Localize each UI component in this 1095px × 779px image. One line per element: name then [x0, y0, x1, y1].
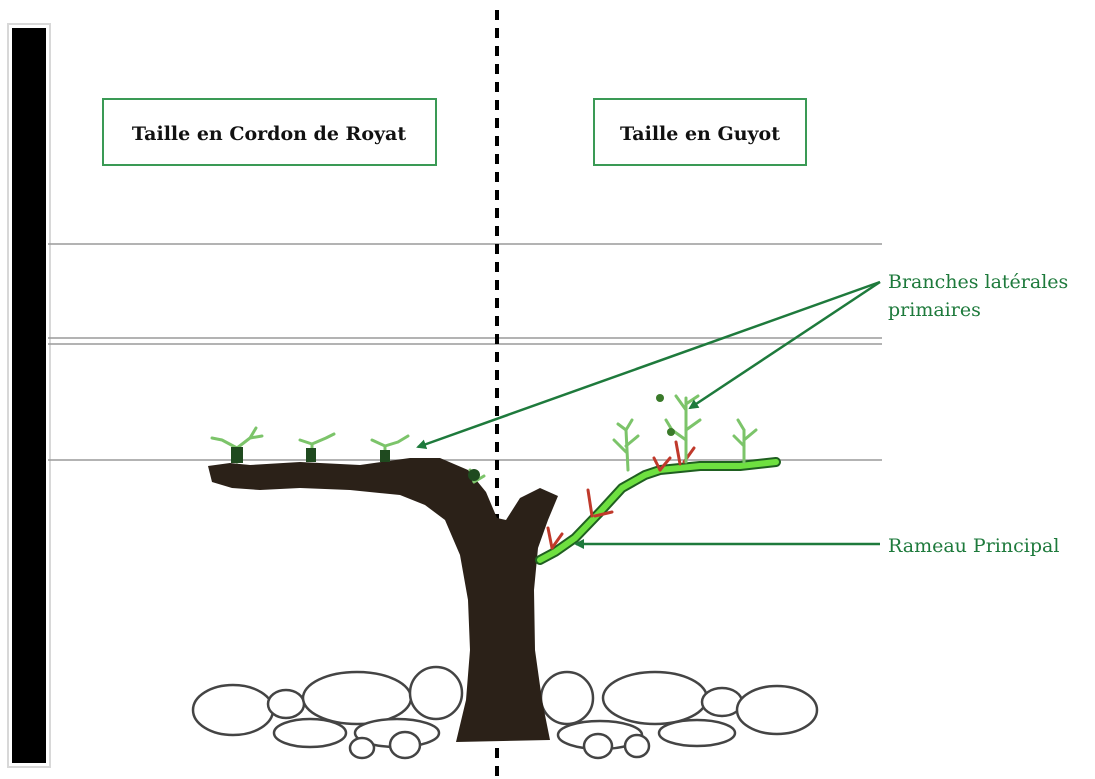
guyot-red-buds	[546, 440, 696, 550]
cordon-spurs	[231, 447, 480, 481]
guyot-buds	[656, 394, 675, 436]
label-branches-line2: primaires	[888, 299, 981, 321]
label-rameau-principal: Rameau Principal	[888, 535, 1059, 557]
trellis-wires	[48, 243, 882, 461]
annotation-arrows	[416, 280, 881, 549]
title-guyot: Taille en Guyot	[620, 123, 780, 145]
title-cordon-royat: Taille en Cordon de Royat	[132, 123, 406, 145]
arrow-branches-guyot	[688, 280, 881, 410]
guyot-cane	[535, 457, 781, 565]
title-box-cordon: Taille en Cordon de Royat	[102, 98, 437, 166]
ground-stones	[191, 665, 819, 760]
vineyard-post	[12, 28, 46, 763]
vine-trunk	[208, 458, 558, 742]
title-box-guyot: Taille en Guyot	[593, 98, 807, 166]
label-branches-line1: Branches latérales	[888, 271, 1068, 293]
guyot-shoots	[612, 394, 758, 472]
arrow-branches-cordon	[416, 280, 881, 450]
